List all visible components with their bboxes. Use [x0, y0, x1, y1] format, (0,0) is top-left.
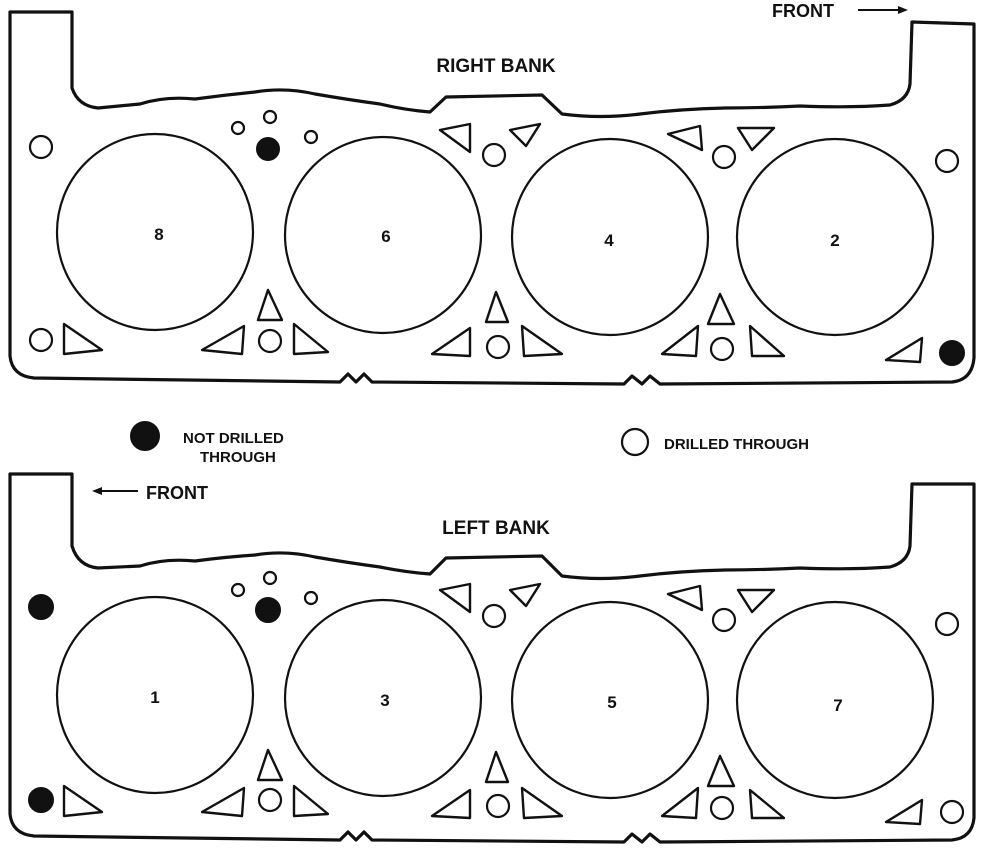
cylinder-bore-4 [510, 137, 710, 337]
cylinder-number: 5 [607, 693, 616, 712]
cylinder-number: 1 [150, 688, 159, 707]
water-passage [520, 324, 564, 358]
cylinder-number: 3 [380, 691, 389, 710]
drilled-hole [257, 787, 283, 813]
drilled-hole [709, 795, 735, 821]
right-bank-outline [8, 10, 976, 386]
drilled-hole [939, 799, 965, 825]
cylinder-bore-7 [735, 600, 935, 800]
drilled-hole [711, 144, 737, 170]
front-label: FRONT [772, 1, 834, 21]
cylinder-number: 6 [381, 227, 390, 246]
not-drilled-legend-symbol [130, 421, 160, 451]
drilled-hole [481, 603, 507, 629]
water-passage [736, 588, 776, 614]
water-passage [200, 786, 246, 818]
left-bank-outline [8, 472, 976, 844]
drilled-hole [711, 607, 737, 633]
left-bank-gasket: 1 3 5 7 LEFT BANK [8, 472, 976, 844]
drilled-hole [28, 134, 54, 160]
water-passage [884, 336, 924, 364]
water-passage [884, 798, 924, 826]
small-drilled-hole [262, 109, 278, 125]
water-passage [438, 582, 472, 614]
undrilled-hole [255, 597, 281, 623]
water-passage [292, 784, 330, 818]
front-indicator-left-bank: FRONT [92, 483, 208, 503]
undrilled-hole [939, 340, 965, 366]
small-drilled-hole [303, 590, 319, 606]
cylinder-number: 2 [830, 231, 839, 250]
small-drilled-hole [262, 570, 278, 586]
drilled-legend-symbol [620, 427, 650, 457]
drilled-hole [934, 148, 960, 174]
not-drilled-label-2: THROUGH [200, 449, 276, 466]
right-bank-gasket: 8 6 4 2 RIGHT BA [8, 10, 976, 386]
drilled-hole [709, 336, 735, 362]
drilled-hole [485, 793, 511, 819]
water-passage [438, 122, 472, 154]
small-drilled-hole [303, 129, 319, 145]
drilled-hole [257, 328, 283, 354]
water-passage [430, 326, 472, 358]
arrowhead-icon [898, 6, 908, 14]
cylinder-bore-2 [735, 137, 935, 337]
left-bank-title: LEFT BANK [442, 518, 550, 539]
water-passage [666, 124, 704, 152]
arrowhead-icon [92, 487, 102, 495]
water-passage [660, 324, 700, 358]
water-passage [666, 584, 704, 612]
undrilled-hole [28, 594, 54, 620]
drilled-hole [934, 611, 960, 637]
drilled-hole [485, 334, 511, 360]
front-label: FRONT [146, 483, 208, 503]
water-passage [520, 786, 564, 820]
water-passage [508, 122, 542, 148]
cylinder-bore-3 [283, 598, 483, 798]
water-passage [256, 288, 284, 322]
water-passage [736, 126, 776, 152]
water-passage [200, 324, 246, 356]
cylinder-number: 8 [154, 225, 163, 244]
small-drilled-hole [230, 582, 246, 598]
water-passage [62, 322, 104, 356]
water-passage [292, 322, 330, 356]
water-passage [62, 784, 104, 818]
small-drilled-hole [230, 120, 246, 136]
not-drilled-label: NOT DRILLED [183, 430, 284, 447]
water-passage [748, 324, 786, 358]
water-passage [256, 748, 284, 782]
water-passage [430, 788, 472, 820]
front-indicator-right-bank: FRONT [772, 1, 908, 21]
right-bank-title: RIGHT BANK [436, 56, 556, 77]
water-passage [508, 582, 542, 608]
water-passage [484, 290, 510, 324]
undrilled-hole [28, 787, 54, 813]
water-passage [660, 786, 700, 820]
cylinder-bore-1 [55, 595, 255, 795]
cylinder-number: 7 [833, 696, 842, 715]
cylinder-bore-8 [55, 132, 255, 332]
cylinder-number: 4 [604, 231, 614, 250]
cylinder-bore-6 [283, 135, 483, 335]
drilled-hole [28, 327, 54, 353]
drilled-hole [481, 142, 507, 168]
water-passage [706, 754, 736, 788]
water-passage [706, 292, 736, 326]
legend: NOT DRILLED THROUGH DRILLED THROUGH [130, 421, 809, 466]
undrilled-hole [256, 137, 280, 161]
cylinder-bore-5 [510, 600, 710, 800]
water-passage [484, 750, 510, 784]
water-passage [748, 788, 786, 820]
drilled-through-label: DRILLED THROUGH [664, 436, 809, 453]
